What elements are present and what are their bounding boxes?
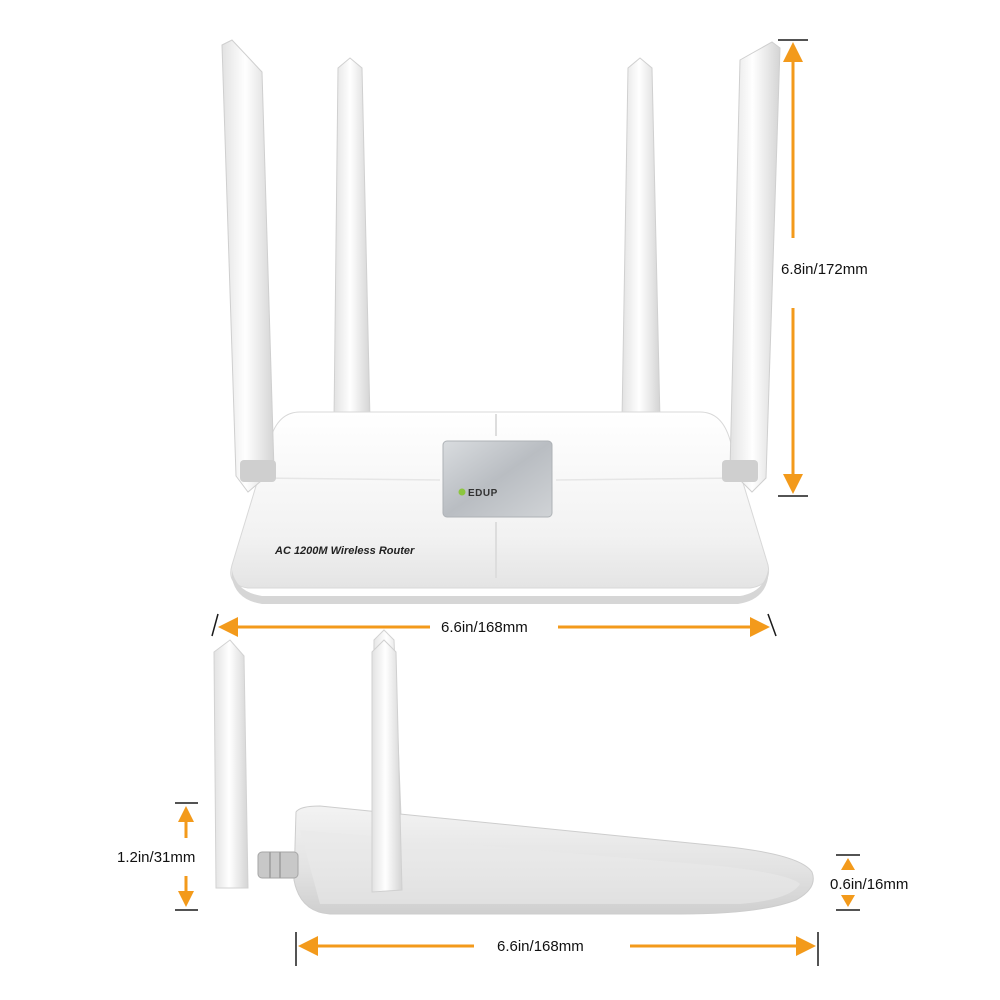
height-label: 6.8in/172mm	[781, 261, 868, 278]
router-front-view: EDUP AC 1200M Wireless Router	[221, 39, 781, 604]
brand-name: EDUP	[468, 488, 498, 499]
dimension-tick-right	[767, 613, 777, 637]
antenna-hinge-left	[240, 460, 276, 482]
antenna-back-right	[621, 57, 661, 421]
height-dimension: 6.8in/172mm	[778, 39, 868, 497]
front-width-dimension: 6.6in/168mm	[211, 613, 777, 637]
arrow-head-down-icon	[178, 891, 194, 907]
router-base-rim	[232, 570, 768, 604]
arrow-head-up-icon	[178, 806, 194, 822]
arrow-head-down-icon	[783, 474, 803, 494]
side-body-shell	[300, 830, 800, 904]
antenna-back-left	[333, 57, 371, 421]
side-antenna-rear	[213, 639, 249, 889]
side-thickness-dimension: 0.6in/16mm	[830, 854, 908, 911]
side-antenna-front	[371, 639, 403, 893]
front-width-label: 6.6in/168mm	[441, 619, 528, 636]
brand-panel	[442, 440, 553, 518]
brand-logo-icon	[458, 488, 466, 496]
side-height-dimension: 1.2in/31mm	[117, 802, 198, 911]
antenna-hinge-right	[722, 460, 758, 482]
arrow-head-left-icon	[298, 936, 318, 956]
side-height-label: 1.2in/31mm	[117, 849, 195, 866]
side-antenna-connector	[257, 851, 299, 879]
arrow-head-right-icon	[750, 617, 770, 637]
arrow-head-right-icon	[796, 936, 816, 956]
body-seam-right	[555, 477, 741, 481]
arrow-head-down-icon	[841, 895, 855, 907]
arrow-head-left-icon	[218, 617, 238, 637]
arrow-head-up-icon	[783, 42, 803, 62]
body-seam-left	[257, 477, 441, 481]
product-model-label: AC 1200M Wireless Router	[274, 545, 415, 557]
side-thickness-label: 0.6in/16mm	[830, 876, 908, 893]
side-width-label: 6.6in/168mm	[497, 938, 584, 955]
dimension-tick-left	[211, 613, 219, 637]
side-width-dimension: 6.6in/168mm	[295, 932, 819, 966]
antenna-front-right	[729, 41, 781, 493]
arrow-head-up-icon	[841, 858, 855, 870]
router-side-view	[213, 629, 814, 915]
antenna-front-left	[221, 39, 275, 493]
